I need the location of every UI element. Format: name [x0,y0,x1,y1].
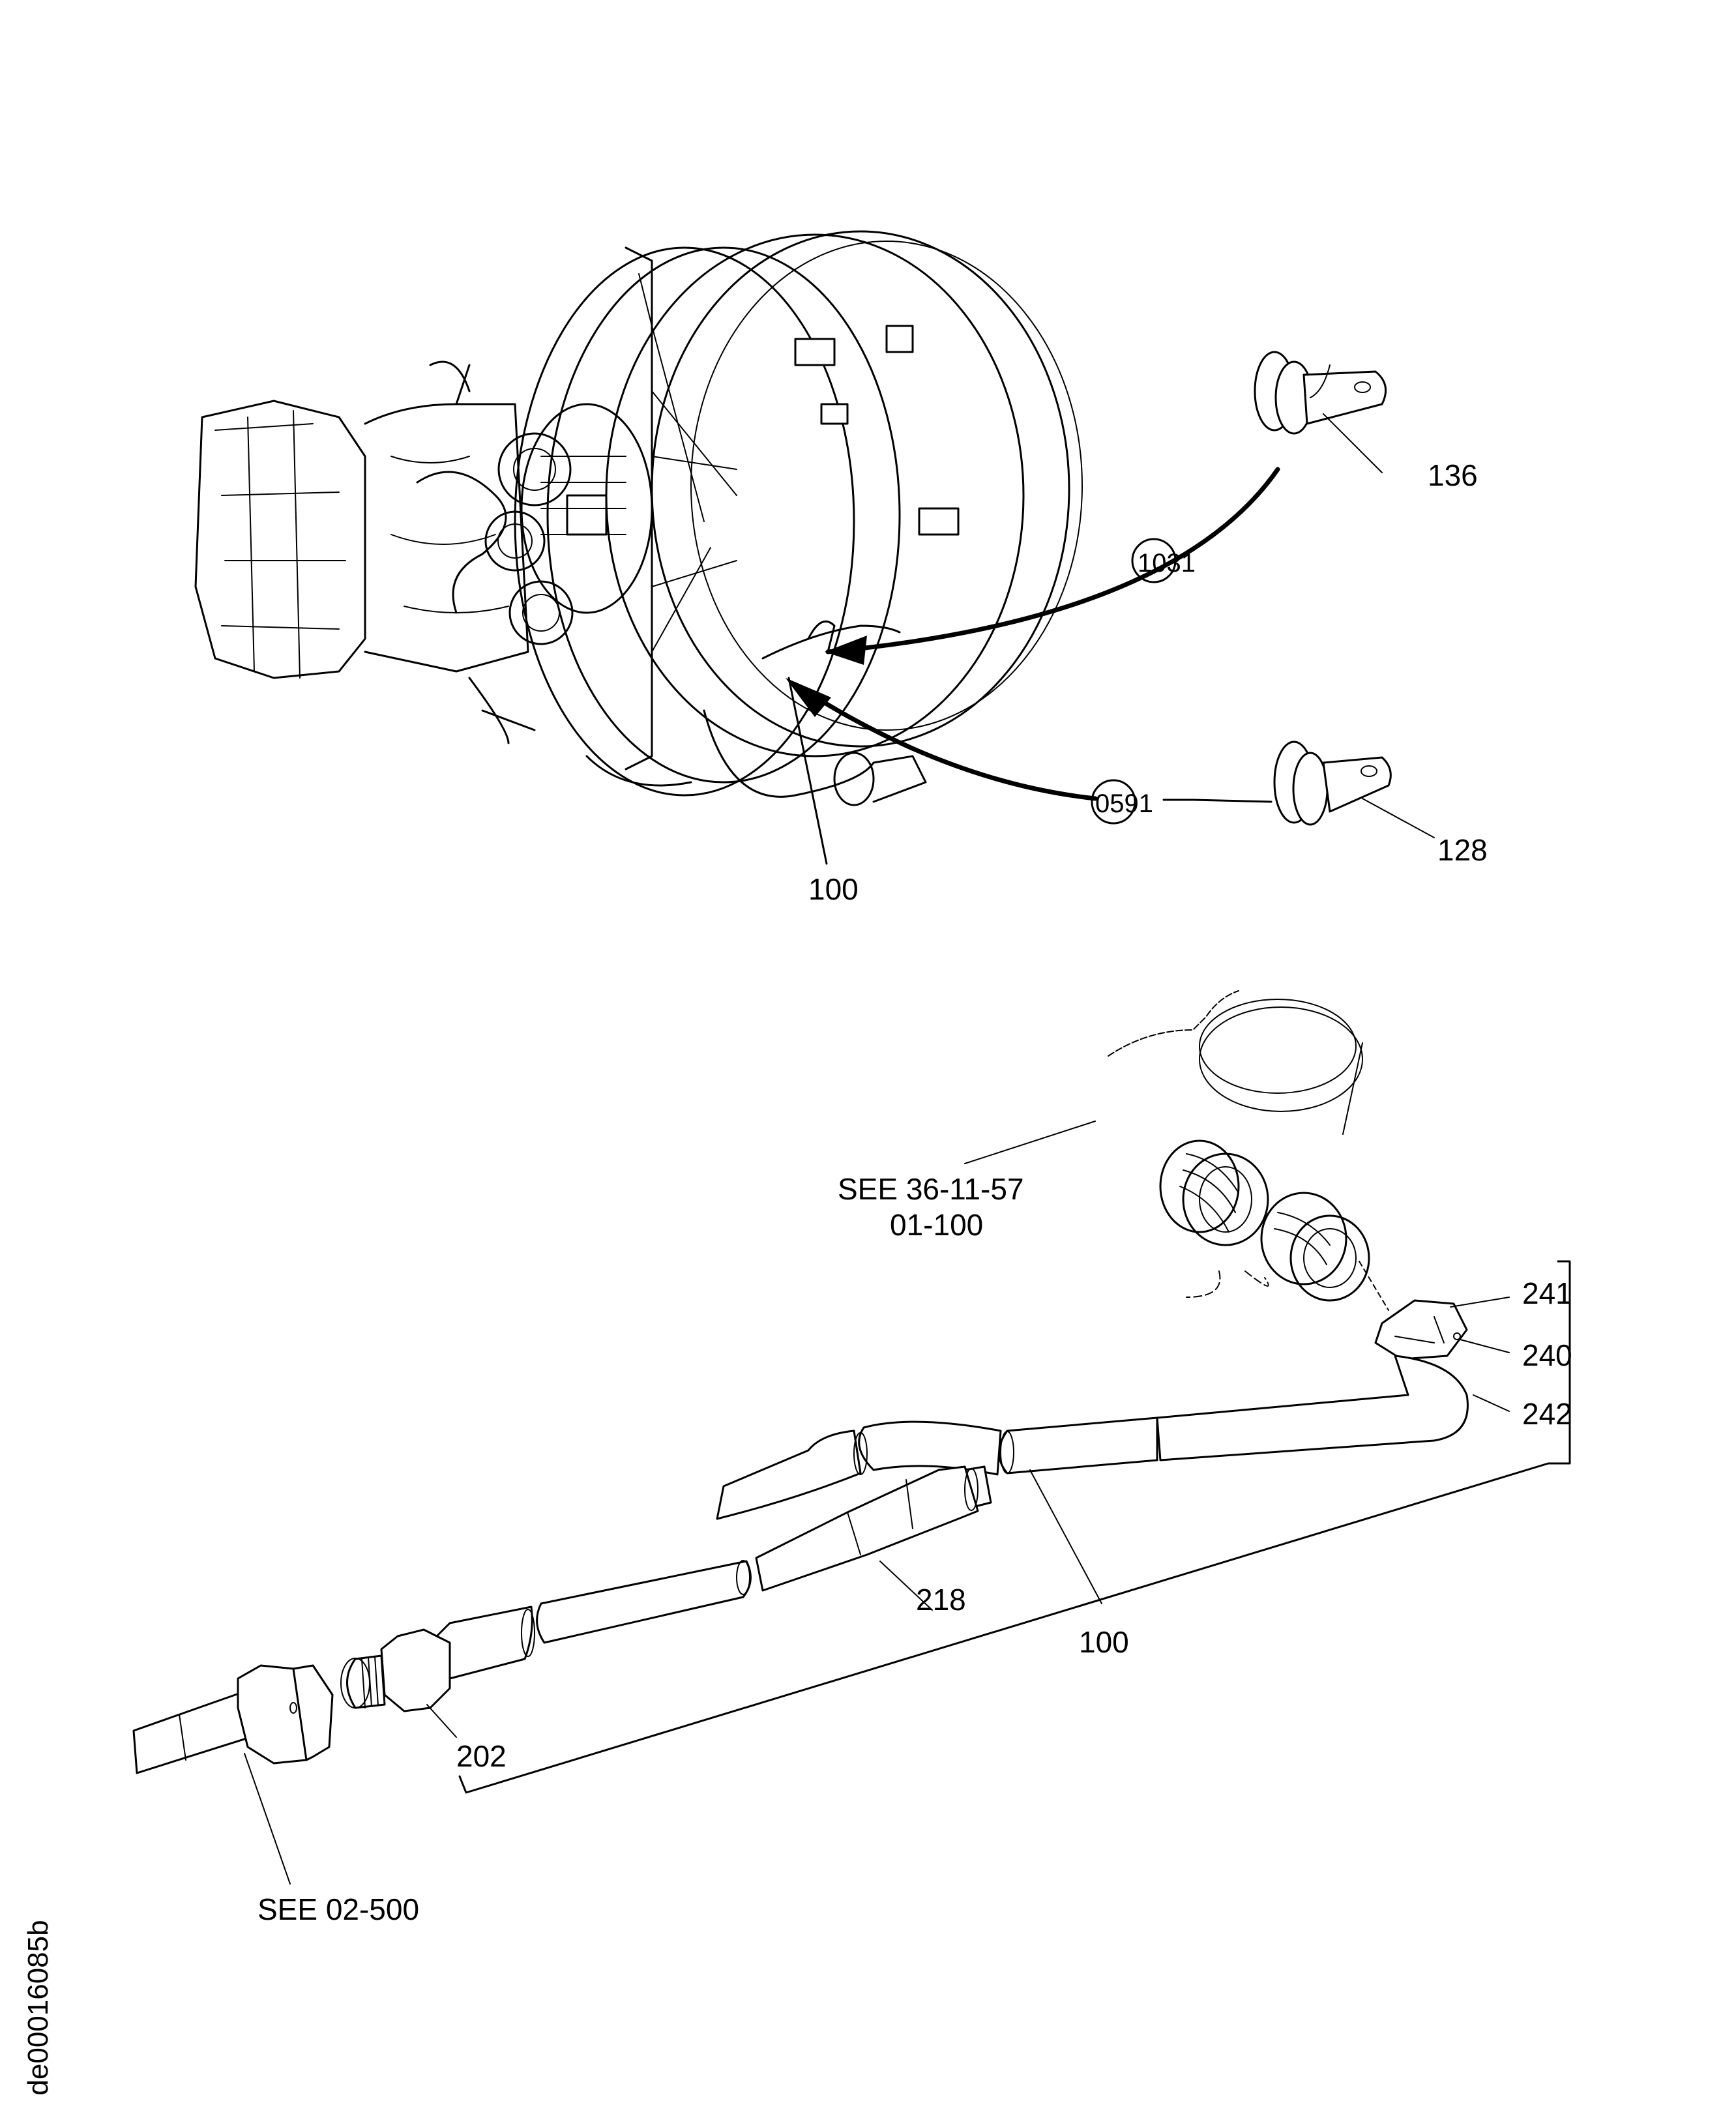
assembly-bracket [458,1260,1571,1794]
item-label-241: 241 [1522,1276,1572,1310]
tube-assembly-illustration [340,1416,1158,1712]
reference-01-100: 01-100 [890,1208,983,1242]
item-label-100-lower: 100 [1079,1625,1129,1659]
location-label-0591: 0591 [1095,789,1153,818]
figure-id-text: de00016085b [22,1920,54,2096]
leader-1031 [825,467,1280,654]
location-callout-1031: 1031 [1131,538,1196,583]
mating-nut-illustration [132,1664,334,1774]
item-label-202: 202 [456,1739,507,1773]
item-label-128: 128 [1437,833,1488,867]
item-label-100-upper: 100 [808,872,859,906]
leader-242 [1473,1394,1510,1412]
item-label-136: 136 [1428,458,1478,492]
engine-illustration [194,230,1083,806]
item-label-242: 242 [1522,1397,1572,1431]
leader-0591-to-clamp [1162,799,1273,803]
leader-218 [879,1561,933,1611]
reference-see-36-11-57: SEE 36-11-57 [838,1172,1024,1206]
location-callout-0591: 0591 [1091,779,1153,825]
leader-241 [1450,1297,1510,1308]
leader-0591 [793,682,1098,801]
elbow-nut-illustration [1156,1299,1469,1461]
reference-see-02-500: SEE 02-500 [257,1892,419,1926]
clamp-128-illustration [1273,741,1435,838]
arrowhead-0591 [786,678,831,717]
leader-100-upper [787,677,828,865]
item-label-240: 240 [1522,1338,1572,1372]
leader-100-lower [1029,1469,1102,1604]
tee-fitting-illustration [1108,990,1389,1311]
leader-240 [1460,1339,1510,1353]
location-label-1031: 1031 [1138,549,1196,578]
figure-identifier: de00016085b [22,1897,55,2119]
clamp-136-illustration [1254,351,1387,473]
leader-see-02-500 [244,1753,291,1885]
leader-202 [426,1704,457,1738]
leader-arrows [786,467,1280,865]
arrowhead-1031 [825,636,867,665]
item-label-218: 218 [916,1583,966,1617]
leader-see-36-11-57 [964,1121,1096,1164]
